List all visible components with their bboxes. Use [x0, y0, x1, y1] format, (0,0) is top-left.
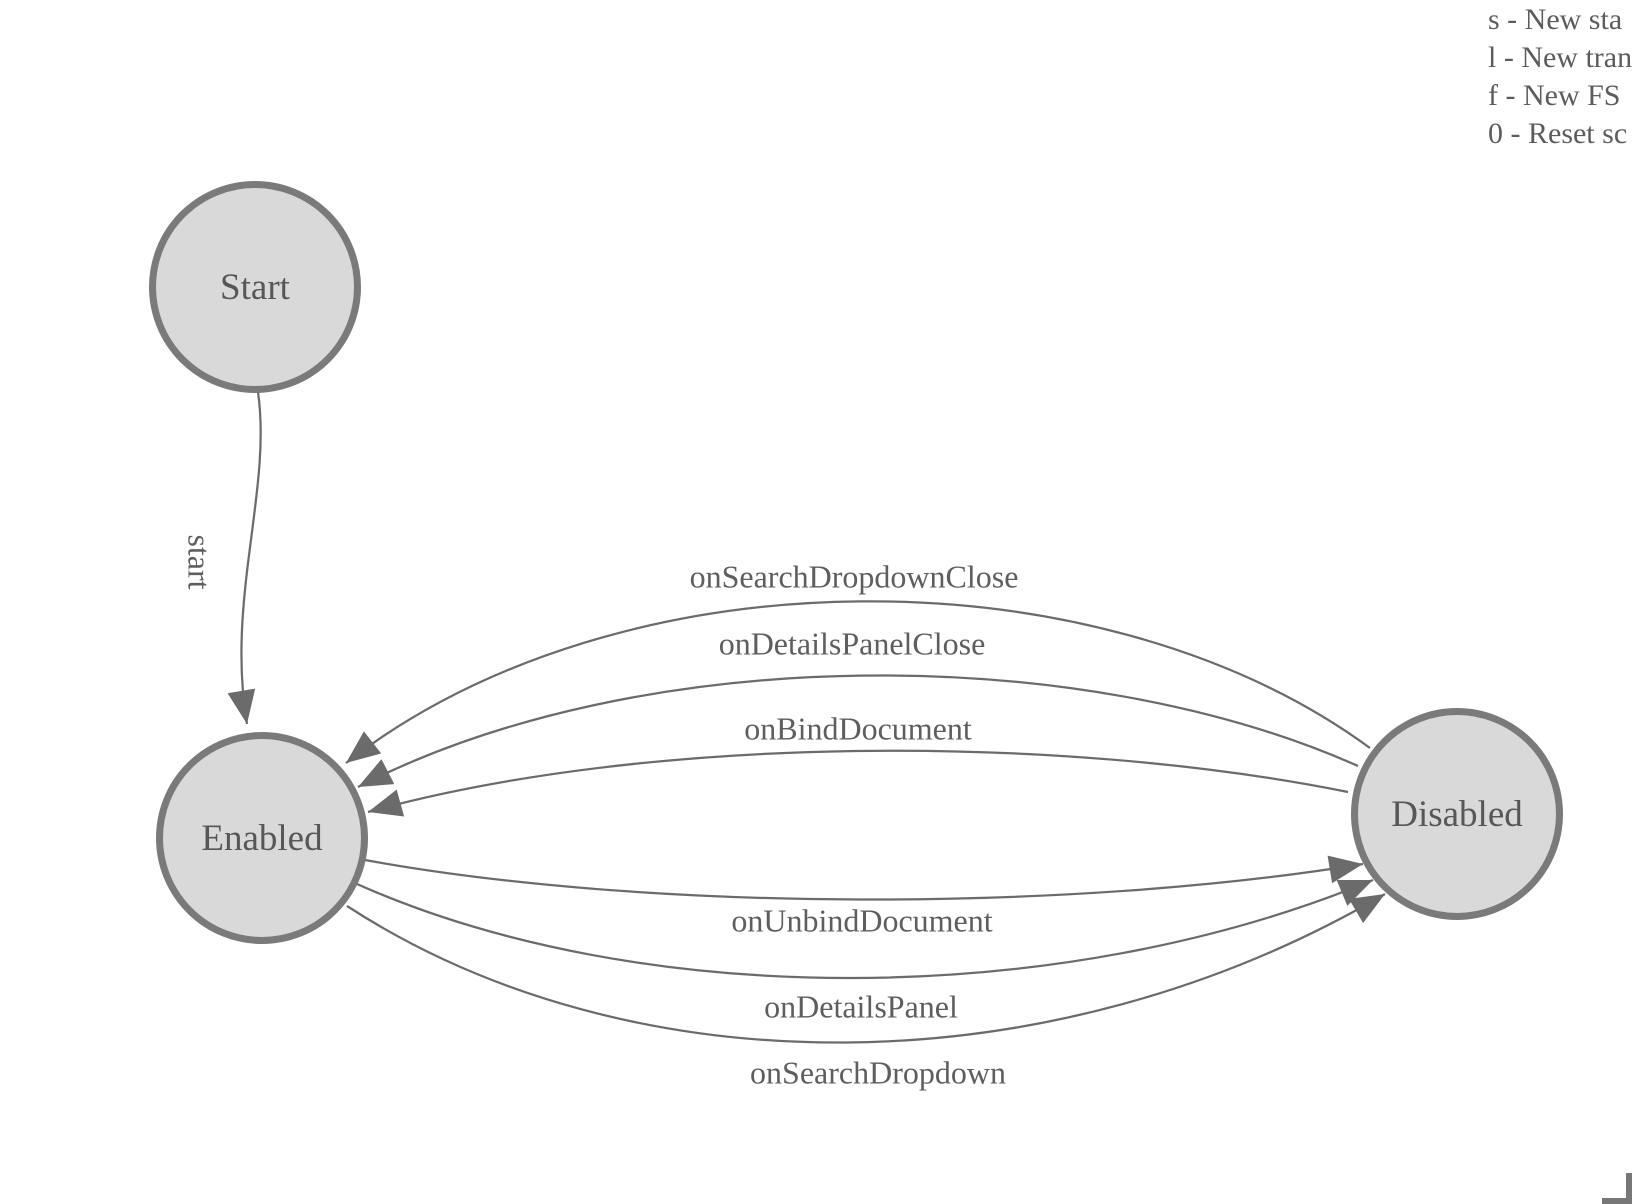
- state-node-start[interactable]: Start: [149, 181, 361, 393]
- edge-start[interactable]: [227, 391, 262, 725]
- edge-onSearchDropdown[interactable]: [346, 893, 1386, 1044]
- state-node-disabled[interactable]: Disabled: [1351, 708, 1563, 920]
- edge-label-onDetailsPanelClose[interactable]: onDetailsPanelClose: [718, 625, 986, 662]
- edge-onDetailsPanel[interactable]: [356, 878, 1374, 980]
- legend-line-reset: 0 - Reset sc: [1488, 117, 1628, 150]
- state-label: Start: [220, 266, 290, 308]
- canvas-corner-bracket: [1602, 1173, 1632, 1204]
- edge-label-onBindDocument[interactable]: onBindDocument: [744, 710, 972, 747]
- state-label: Disabled: [1391, 793, 1523, 835]
- edge-onSearchDropdownClose[interactable]: [345, 600, 1371, 764]
- legend-line-new-transition: l - New tran: [1488, 41, 1632, 74]
- edge-label-onDetailsPanel[interactable]: onDetailsPanel: [764, 988, 958, 1025]
- state-label: Enabled: [201, 817, 323, 859]
- edge-label-onSearchDropdownClose[interactable]: onSearchDropdownClose: [689, 558, 1019, 595]
- edge-label-onUnbindDocument[interactable]: onUnbindDocument: [731, 902, 993, 939]
- legend-line-new-fsm: f - New FS: [1488, 79, 1621, 112]
- edge-label-onSearchDropdown[interactable]: onSearchDropdown: [750, 1054, 1006, 1091]
- edge-onUnbindDocument[interactable]: [364, 855, 1364, 901]
- edge-label-start[interactable]: start: [181, 534, 218, 590]
- edge-onDetailsPanelClose[interactable]: [357, 674, 1359, 789]
- state-node-enabled[interactable]: Enabled: [156, 732, 368, 944]
- shortcut-legend: s - New sta l - New tran f - New FS 0 - …: [1488, 1, 1632, 153]
- legend-line-new-state: s - New sta: [1488, 3, 1623, 36]
- edge-onBindDocument[interactable]: [367, 749, 1349, 817]
